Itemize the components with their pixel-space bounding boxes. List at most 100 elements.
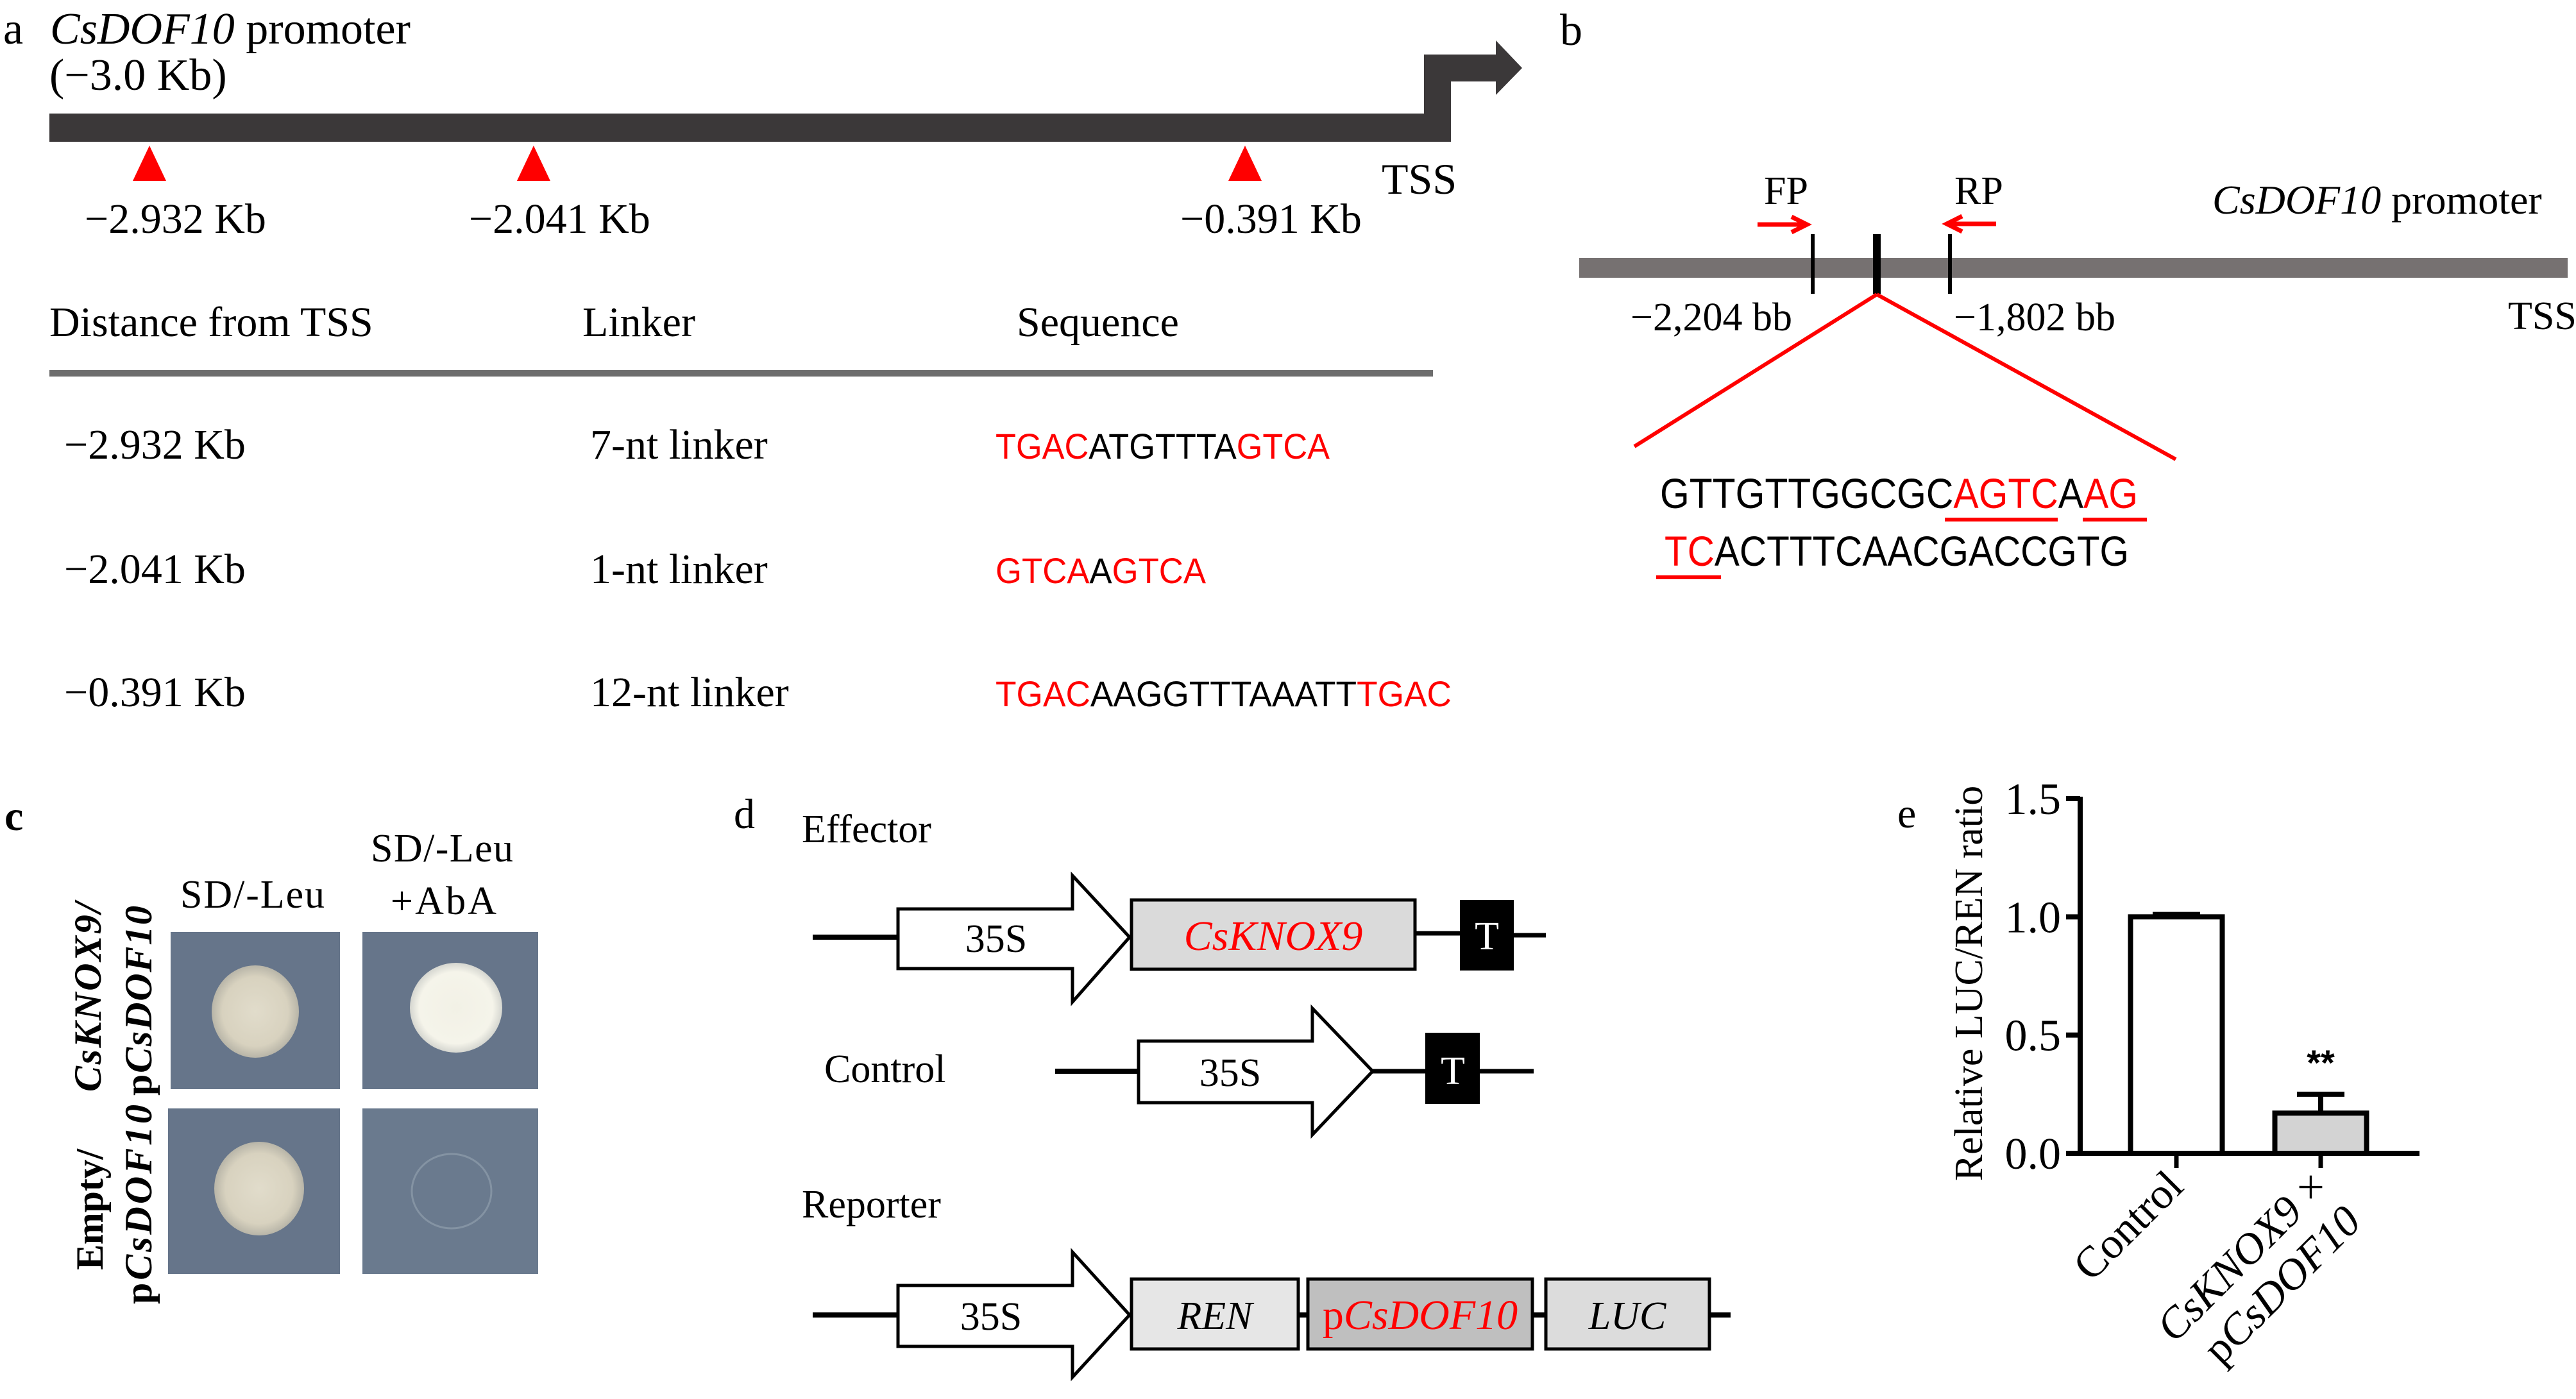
row-distance: −0.391 Kb [64, 669, 246, 716]
row-label-pcsdof10-1: pCsDOF10 [117, 906, 160, 1096]
significance-label: ** [2307, 1042, 2335, 1083]
motif-segment: TGAC [996, 426, 1089, 466]
y-axis-label: Relative LUC/REN ratio [1947, 786, 1991, 1181]
column-header-sd-leu: SD/-Leu [180, 873, 325, 917]
linker-segment: AAGGTTTAAATT [1090, 674, 1357, 714]
panel-d: d Effector 35S CsKNOX9 T Control 35S T R… [734, 791, 1731, 1382]
binding-site-tick [1873, 234, 1881, 294]
motif-segment: AG [2083, 470, 2138, 517]
motif-segment: TGAC [996, 674, 1090, 714]
y-tick-label: 1.5 [2005, 775, 2062, 824]
terminator-label-effector: T [1475, 915, 1499, 958]
colony-empty-sd-leu-aba-faint [411, 1153, 493, 1230]
row-label-pcsdof10-1-prefix: p [117, 1074, 160, 1096]
table-header-linker: Linker [582, 299, 695, 346]
promoter-title-suffix: promoter [235, 4, 411, 54]
pcsdof10-promoter-box [1306, 1277, 1534, 1351]
table-row: −2.041 Kb 1-nt linker GTCAAGTCA [64, 546, 1207, 593]
promoter-bar-tss-arrow [49, 40, 1522, 142]
pcsdof10-label-gene: CsDOF10 [1344, 1292, 1518, 1339]
rp-site-tick [1948, 234, 1952, 294]
right-position-label: −1,802 bb [1954, 296, 2115, 339]
marker-position-label: −0.391 Kb [1180, 196, 1362, 242]
table-header-sequence: Sequence [1017, 299, 1179, 346]
binding-sequence-line2: TCACTTTCAACGACCGTG [1665, 527, 2129, 575]
promoter-length: (−3.0 Kb) [49, 51, 227, 100]
panel-label-b: b [1560, 6, 1582, 55]
promoter-title-b-gene: CsDOF10 [2212, 177, 2381, 223]
bar [2128, 914, 2225, 1157]
promoter-title-b-suffix: promoter [2381, 177, 2542, 223]
table-header-distance: Distance from TSS [49, 299, 373, 346]
row-linker: 1-nt linker [590, 546, 768, 593]
table-row: −0.391 Kb 12-nt linker TGACAAGGTTTAAATTTGA… [64, 669, 1452, 716]
colony-csknox9-sd-leu-aba [410, 963, 502, 1053]
row-distance: −2.041 Kb [64, 546, 246, 593]
column-header-sd-leu-aba-line1: SD/-Leu [371, 827, 513, 870]
promoter-title-b: CsDOF10 promoter [2212, 177, 2542, 223]
row-label-csknox9: CsKNOX9/ [67, 899, 109, 1092]
panel-label-a: a [3, 4, 23, 54]
row-label-pcsdof10-2-prefix: p [117, 1283, 160, 1304]
motif-segment: GTCA [996, 550, 1090, 591]
binding-sequence-line1: GTTGTTGGCGCAGTCAAG [1660, 470, 2138, 517]
motif-segment: TGAC [1357, 674, 1452, 714]
ren-box [1130, 1277, 1300, 1351]
pcsdof10-label-prefix: p [1323, 1292, 1344, 1339]
row-linker: 12-nt linker [590, 669, 789, 716]
table-separator [49, 370, 1433, 377]
terminator-box-control [1425, 1033, 1480, 1104]
promoter-bar-b [1579, 258, 2568, 278]
fp-label: FP [1764, 169, 1808, 213]
panel-e: e Relative LUC/REN ratio 0.00.51.01.5**C… [1897, 775, 2419, 1373]
row-label-pcsdof10-2: pCsDOF10 [117, 1105, 160, 1304]
fp-site-tick [1811, 234, 1815, 294]
colony-csknox9-sd-leu [212, 965, 299, 1058]
panel-label-c: c [4, 793, 23, 840]
row-sequence: TGACATGTTTAGTCA [996, 426, 1330, 466]
row-sequence: GTCAAGTCA [996, 550, 1207, 591]
35s-promoter-arrow-control [1137, 1004, 1375, 1139]
bar [2272, 1110, 2369, 1156]
column-header-sd-leu-aba-line2: +AbA [391, 879, 496, 923]
motif-segment: TC [1665, 527, 1715, 575]
reporter-label: Reporter [802, 1183, 941, 1226]
ren-label: REN [1176, 1294, 1255, 1338]
marker-position-label: −2.932 Kb [85, 196, 266, 242]
panel-b: b FP RP CsDOF10 promoter −2,204 bb −1,80… [1560, 6, 2576, 579]
motif-segment: GTCA [1237, 426, 1330, 466]
panel-a: a CsDOF10 promoter (−3.0 Kb) TSS −2.932 … [3, 4, 1522, 716]
motif-underlines [1656, 518, 2147, 579]
control-label: Control [824, 1047, 945, 1091]
row-label-pcsdof10-1-gene: CsDOF10 [117, 906, 160, 1073]
row-sequence: TGACAAGGTTTAAATTTGAC [996, 674, 1452, 714]
35s-promoter-arrow-reporter [896, 1248, 1132, 1382]
35s-label-reporter: 35S [960, 1295, 1022, 1339]
y-tick-label: 0.5 [2005, 1012, 2062, 1061]
effector-label: Effector [802, 808, 931, 851]
zoom-lines [1633, 293, 2177, 461]
motif-segment: AGTC [1953, 470, 2058, 517]
binding-site-marker-icon [133, 146, 166, 181]
y-tick-label: 0.0 [2005, 1130, 2062, 1179]
sequence-segment: A [2058, 470, 2083, 517]
row-linker: 7-nt linker [590, 421, 768, 468]
tss-label-a: TSS [1382, 155, 1457, 203]
reverse-primer-arrow-icon [1942, 214, 1996, 234]
terminator-box-effector [1460, 900, 1514, 971]
plate-empty-sd-leu-aba [362, 1108, 538, 1274]
forward-primer-arrow-icon [1758, 214, 1812, 235]
35s-promoter-arrow-effector [896, 871, 1132, 1006]
sequence-segment: ACTTTCAACGACCGTG [1715, 527, 2129, 575]
control-construct: 35S T [1055, 1004, 1534, 1139]
marker-group: −2.932 Kb−2.041 Kb−0.391 Kb [85, 146, 1362, 242]
panel-label-d: d [734, 791, 755, 838]
panel-c: c SD/-Leu SD/-Leu +AbA CsKNOX9/ pCsDOF10… [4, 793, 538, 1304]
linker-segment: A [1089, 550, 1112, 591]
colony-empty-sd-leu [214, 1142, 304, 1235]
reporter-construct: 35S REN pCsDOF10 LUC [813, 1248, 1731, 1382]
y-tick-label: 1.0 [2005, 893, 2062, 942]
